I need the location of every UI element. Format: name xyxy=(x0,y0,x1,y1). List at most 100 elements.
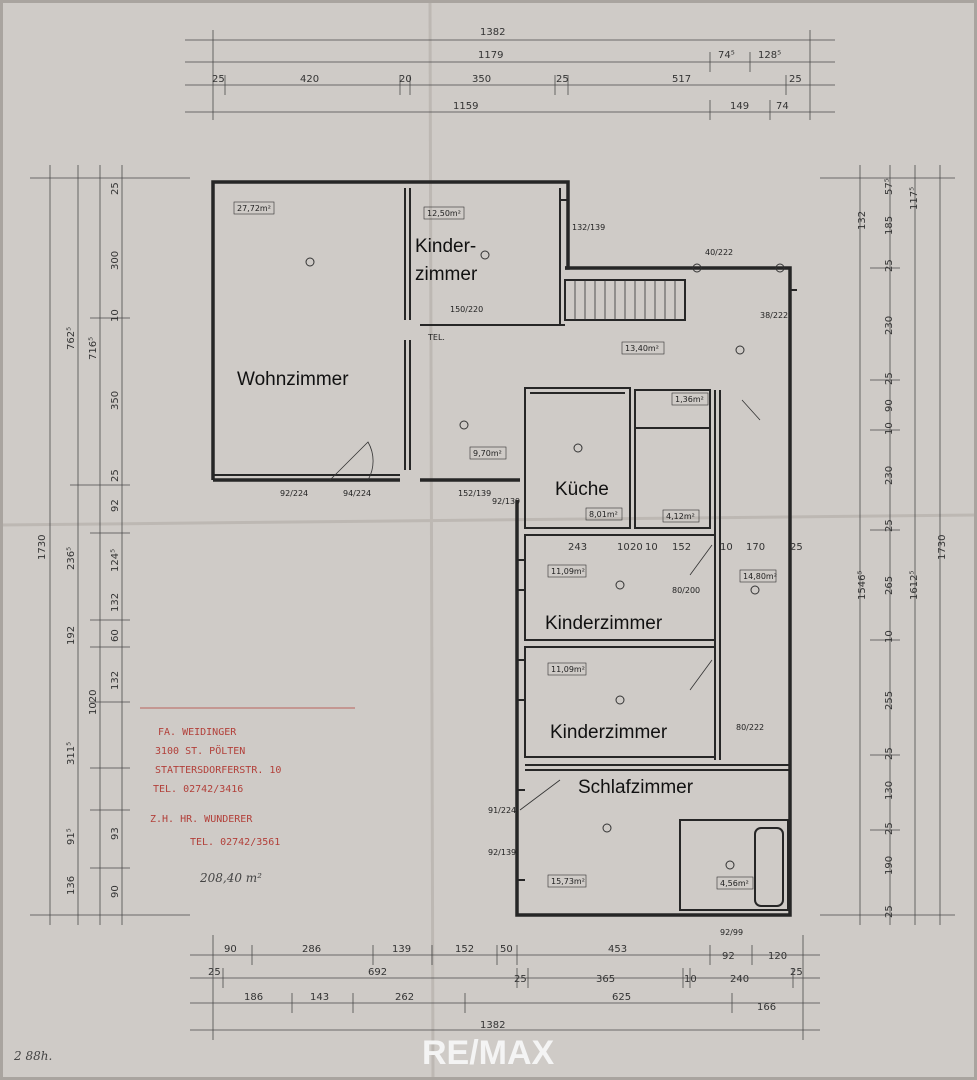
area-kinderzimmer-mid: 11,09m² xyxy=(551,567,585,576)
pencil-area-note: 208,40 m² xyxy=(199,871,262,885)
dim-right-col4-16: 190 xyxy=(884,856,895,875)
dim-bottom-total: 1382 xyxy=(480,1020,505,1031)
dim-left-col4-8: 132 xyxy=(110,593,121,612)
dim-bottom-row1-2: 286 xyxy=(302,944,321,955)
room-label-wohnzimmer: Wohnzimmer xyxy=(237,369,349,390)
area-bad: 4,12m² xyxy=(666,512,695,521)
dim-top-row3-7: 25 xyxy=(789,74,802,85)
light-fixtures xyxy=(305,250,785,870)
area-gang: 14,80m² xyxy=(743,572,777,581)
dim-left-col4-2: 300 xyxy=(110,251,121,270)
remax-logo: RE/MAX xyxy=(422,1034,555,1072)
dim-left-col2-2: 1020 xyxy=(88,690,99,715)
dim-bottom-row1-1: 90 xyxy=(224,944,237,955)
dim-bottom-row1-4: 152 xyxy=(455,944,474,955)
dim-right-col2-1: 117⁵ xyxy=(909,187,920,210)
dim-left-col4-7: 124⁵ xyxy=(110,549,121,572)
dim-top-row4-2: 149 xyxy=(730,101,749,112)
dim-top-row2-1: 1179 xyxy=(478,50,503,61)
dim-hall-3: 20 xyxy=(630,542,643,553)
dim-left-outer: 1730 xyxy=(37,535,48,560)
dimension-lines-left xyxy=(30,165,190,925)
dim-left-col3-3: 192 xyxy=(66,626,77,645)
dim-bottom-row2-6: 240 xyxy=(730,974,749,985)
area-labels: 27,72m² 12,50m² 13,40m² 1,36m² 9,70m² 8,… xyxy=(233,201,777,890)
dim-left-col4-4: 350 xyxy=(110,391,121,410)
dim-left-col4-5: 25 xyxy=(110,469,121,482)
dim-bottom-row2-2: 692 xyxy=(368,967,387,978)
opening-5: 152/139 xyxy=(458,489,491,498)
dim-top-row3-3: 20 xyxy=(399,74,412,85)
contractor-annotation: FA. WEIDINGER 3100 ST. PÖLTEN STATTERSDO… xyxy=(140,707,355,848)
area-kinderzimmer-low: 11,09m² xyxy=(551,665,585,674)
dimension-lines-right xyxy=(820,165,955,925)
dim-right-col4-4: 230 xyxy=(884,316,895,335)
dim-left-col3-1: 716⁵ xyxy=(88,337,99,360)
dim-bottom-row1-5: 50 xyxy=(500,944,513,955)
dim-top-row2-2: 74⁵ xyxy=(718,50,735,61)
room-label-kinderzimmer-top-1: Kinder- xyxy=(415,236,476,257)
dim-right-col2-2: 1612⁵ xyxy=(909,571,920,600)
dim-right-col4-9: 25 xyxy=(884,519,895,532)
area-wohnzimmer: 27,72m² xyxy=(237,204,271,213)
dim-right-col4-14: 130 xyxy=(884,781,895,800)
opening-4: 94/224 xyxy=(343,489,371,498)
dim-left-col4-1: 25 xyxy=(110,182,121,195)
dim-bottom-row1-8: 120 xyxy=(768,951,787,962)
dim-bottom-row3-1: 186 xyxy=(244,992,263,1003)
annotation-line5: Z.H. HR. WUNDERER xyxy=(150,814,253,825)
tel-label: TEL. xyxy=(427,333,445,342)
opening-2: 150/220 xyxy=(450,305,483,314)
dim-right-col3-2: 1546⁵ xyxy=(857,571,868,600)
dim-bottom-row3-3: 262 xyxy=(395,992,414,1003)
dim-right-col4-15: 25 xyxy=(884,822,895,835)
dim-bottom-row3-2: 143 xyxy=(310,992,329,1003)
dim-hall-4: 10 xyxy=(645,542,658,553)
dim-hall-7: 170 xyxy=(746,542,765,553)
annotation-line3: STATTERSDORFERSTR. 10 xyxy=(155,765,281,776)
opening-12: 40/222 xyxy=(705,248,733,257)
dimension-lines-top xyxy=(185,30,835,120)
dim-top-row3-4: 350 xyxy=(472,74,491,85)
dim-right-col4-11: 10 xyxy=(884,630,895,643)
dim-hall-6: 10 xyxy=(720,542,733,553)
dim-top-row3-1: 25 xyxy=(212,74,225,85)
room-label-kueche: Küche xyxy=(555,479,609,500)
dim-top-total: 1382 xyxy=(480,27,505,38)
annotation-line2: 3100 ST. PÖLTEN xyxy=(155,744,245,757)
opening-8: 91/224 xyxy=(488,806,516,815)
dim-right-col4-5: 25 xyxy=(884,372,895,385)
stair-treads xyxy=(574,280,676,320)
opening-9: 92/139 xyxy=(488,848,516,857)
dim-left-col4-11: 93 xyxy=(110,827,121,840)
dim-bottom-row2-1: 25 xyxy=(208,967,221,978)
pencil-corner-note: 2 88h. xyxy=(13,1049,52,1063)
dim-bottom-row1-7: 92 xyxy=(722,951,735,962)
dim-right-col4-2: 185 xyxy=(884,216,895,235)
dim-hall-1: 243 xyxy=(568,542,587,553)
dim-bottom-row1-6: 453 xyxy=(608,944,627,955)
area-kinderzimmer-top: 12,50m² xyxy=(427,209,461,218)
paper-fold-vertical xyxy=(428,0,435,1080)
dimension-lines-bottom xyxy=(190,935,820,1040)
annotation-line1: FA. WEIDINGER xyxy=(158,727,237,738)
area-bad-schlaf: 4,56m² xyxy=(720,879,749,888)
dim-right-col4-10: 265 xyxy=(884,576,895,595)
door-swings xyxy=(329,399,761,811)
opening-11: 80/222 xyxy=(736,723,764,732)
opening-13: 38/222 xyxy=(760,311,788,320)
dim-right-col4-1: 57⁵ xyxy=(884,178,895,195)
dim-top-row4-3: 74 xyxy=(776,101,789,112)
dim-right-col4-12: 255 xyxy=(884,691,895,710)
opening-10: 92/99 xyxy=(720,928,743,937)
area-flur: 9,70m² xyxy=(473,449,502,458)
dim-left-col3-2: 236⁵ xyxy=(66,547,77,570)
dim-right-outer: 1730 xyxy=(937,535,948,560)
dim-top-row4-1: 1159 xyxy=(453,101,478,112)
dim-bottom-row2-7: 25 xyxy=(790,967,803,978)
room-label-kinderzimmer-top-2: zimmer xyxy=(415,264,478,285)
dim-left-col4-10: 132 xyxy=(110,671,121,690)
annotation-line6: TEL. 02742/3561 xyxy=(190,837,280,848)
dim-right-col3-1: 132 xyxy=(857,211,868,230)
